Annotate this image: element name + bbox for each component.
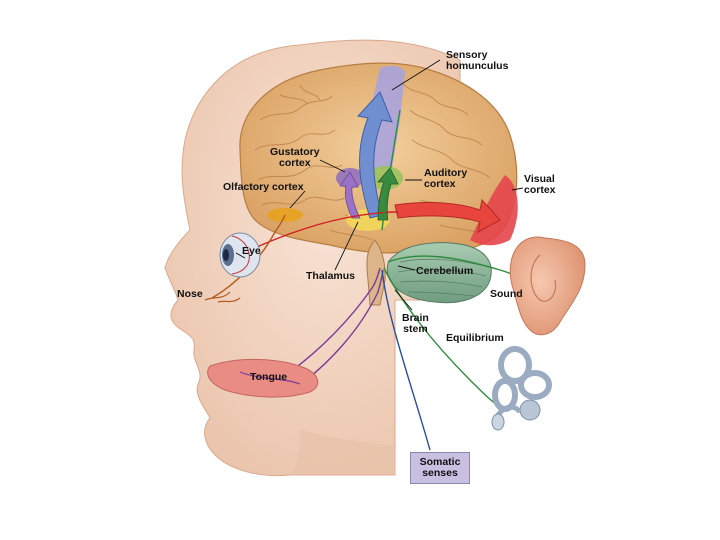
label-eye: Eye [242,246,261,257]
label-equilibrium: Equilibrium [446,333,504,344]
label-gustatory-cortex: Gustatory cortex [270,147,320,169]
somatic-senses-box: Somatic senses [410,452,470,484]
label-olfactory-cortex: Olfactory cortex [223,182,304,193]
label-cerebellum: Cerebellum [416,266,473,277]
label-nose: Nose [177,289,203,300]
label-tongue: Tongue [250,372,287,383]
label-thalamus: Thalamus [306,271,355,282]
outer-ear [510,237,585,335]
label-visual-cortex: Visual cortex [524,174,556,196]
label-sound: Sound [490,289,523,300]
label-somatic-senses: Somatic senses [411,453,469,479]
label-brain-stem: Brain stem [402,313,429,335]
label-sensory-homunculus: Sensory homunculus [446,50,508,72]
inner-ear-semicircular-canals [495,349,549,409]
label-auditory-cortex: Auditory cortex [424,168,467,190]
